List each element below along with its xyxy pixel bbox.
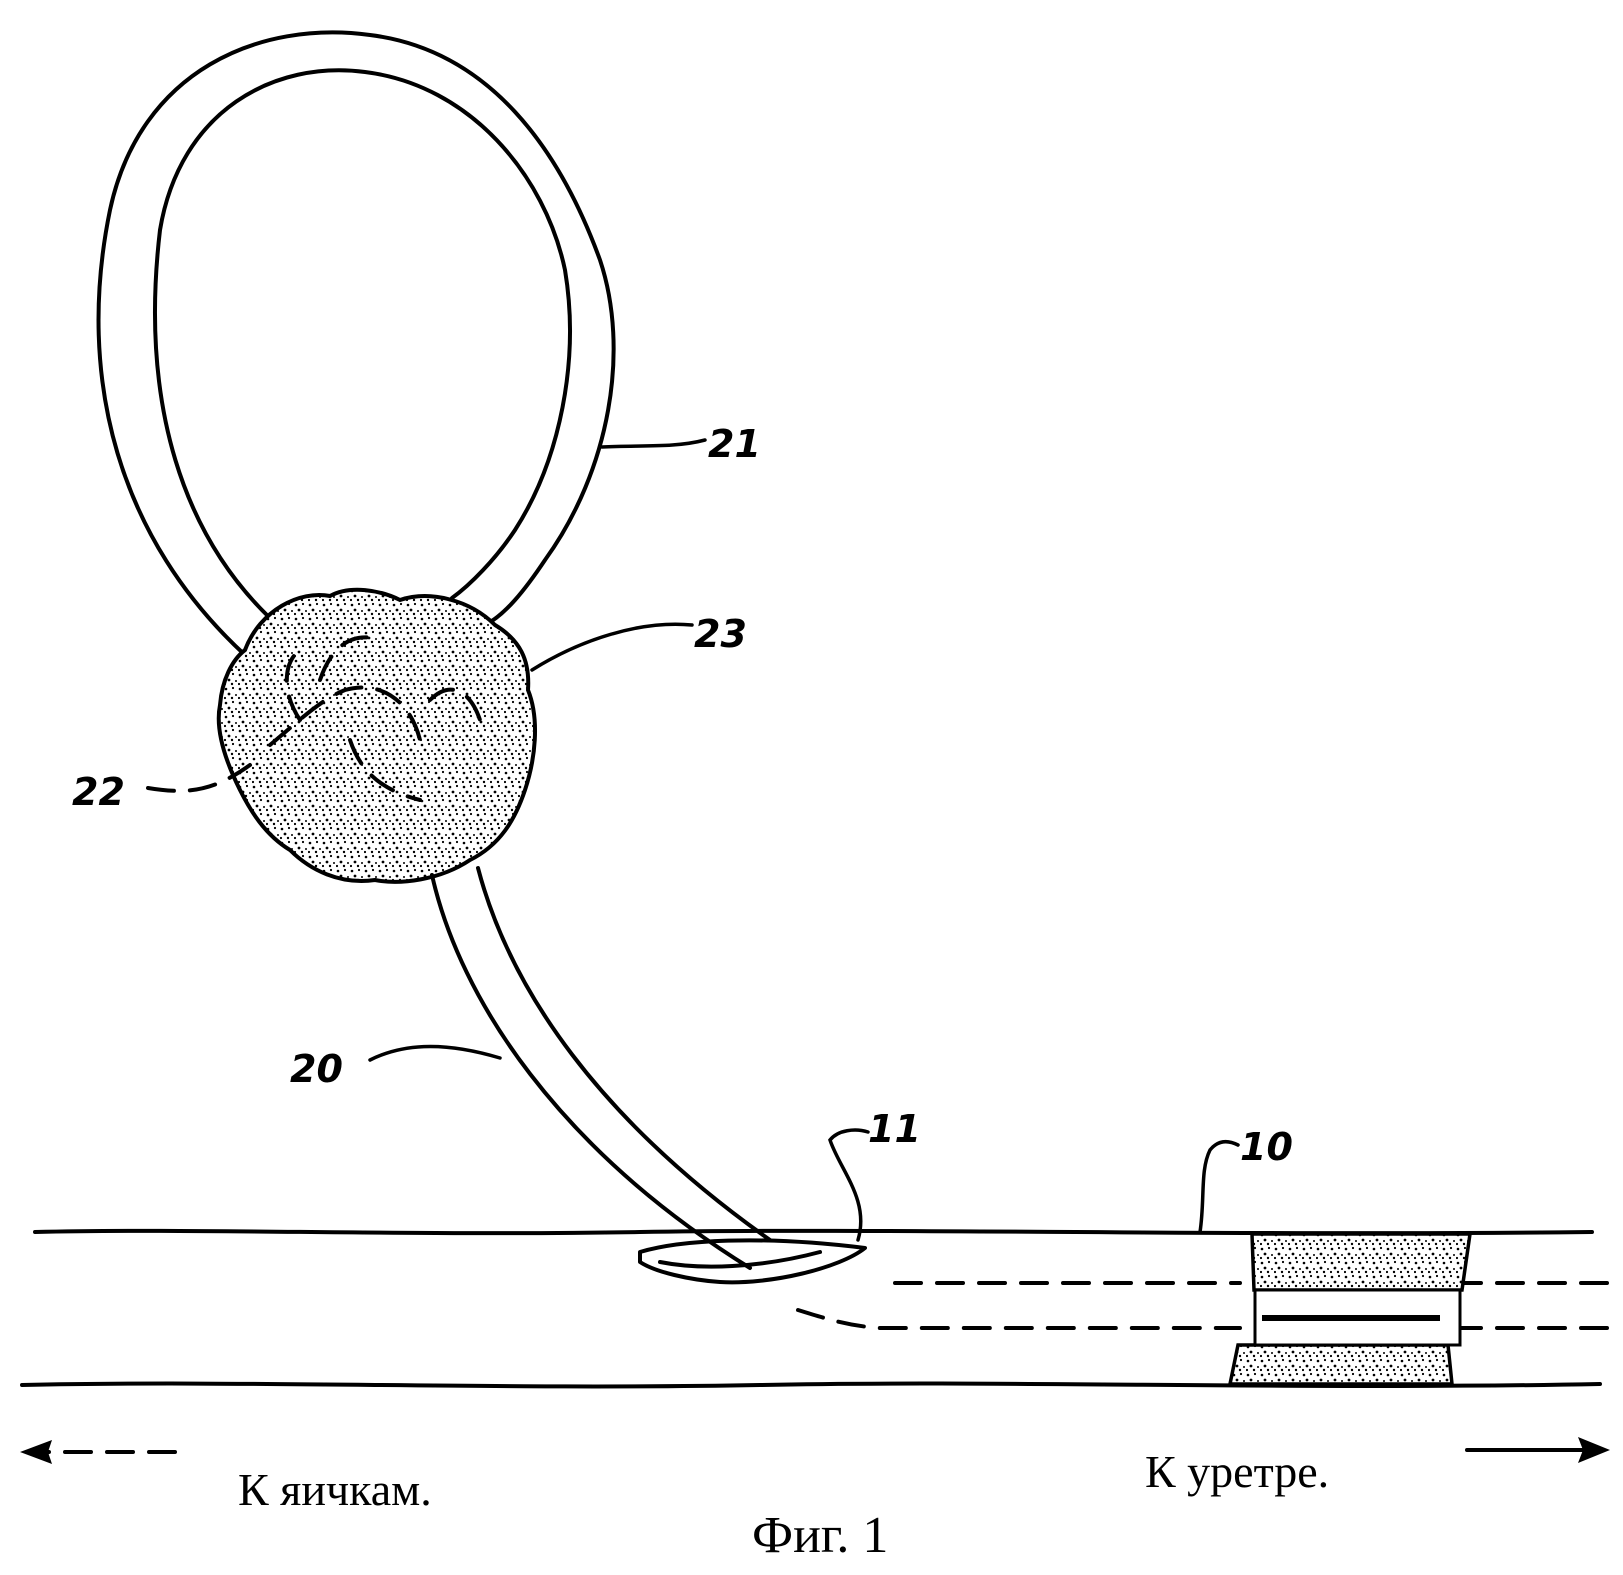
caption-right: К уретре. — [1145, 1446, 1329, 1497]
caption-left: К яичкам. — [238, 1464, 432, 1515]
tube-descending — [432, 868, 770, 1268]
label-21: 21 — [708, 422, 761, 466]
leader-10 — [1200, 1142, 1238, 1232]
leader-23 — [532, 624, 692, 670]
label-23: 23 — [694, 612, 747, 656]
arrow-left — [20, 1440, 175, 1464]
leader-21 — [602, 440, 705, 447]
incision — [640, 1240, 865, 1282]
vessel-plug — [1230, 1234, 1470, 1384]
leader-20 — [370, 1046, 500, 1060]
label-10: 10 — [1240, 1125, 1293, 1169]
tissue-mass — [219, 590, 535, 882]
figure-title: Фиг. 1 — [752, 1507, 888, 1564]
arrow-right — [1467, 1437, 1610, 1463]
label-22: 22 — [72, 770, 125, 814]
tube-loop — [99, 32, 614, 655]
label-11: 11 — [868, 1107, 921, 1151]
leader-11 — [830, 1130, 868, 1240]
label-20: 20 — [290, 1047, 343, 1091]
